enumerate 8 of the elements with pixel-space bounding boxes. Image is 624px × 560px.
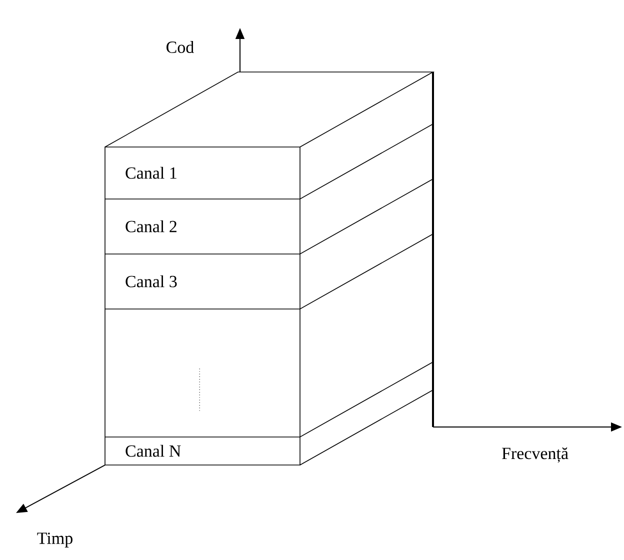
- axis-label: Timp: [37, 532, 72, 548]
- channel-label: Canal 3: [126, 275, 177, 288]
- channel-label: Canal 2: [126, 220, 176, 232]
- axis-label: Cod: [166, 41, 194, 53]
- axis-label: Frecvență: [502, 447, 568, 463]
- cuboid-drawing: [104, 72, 435, 466]
- channel-label: Canal N: [126, 444, 181, 457]
- channel-label: Canal 1: [126, 166, 176, 179]
